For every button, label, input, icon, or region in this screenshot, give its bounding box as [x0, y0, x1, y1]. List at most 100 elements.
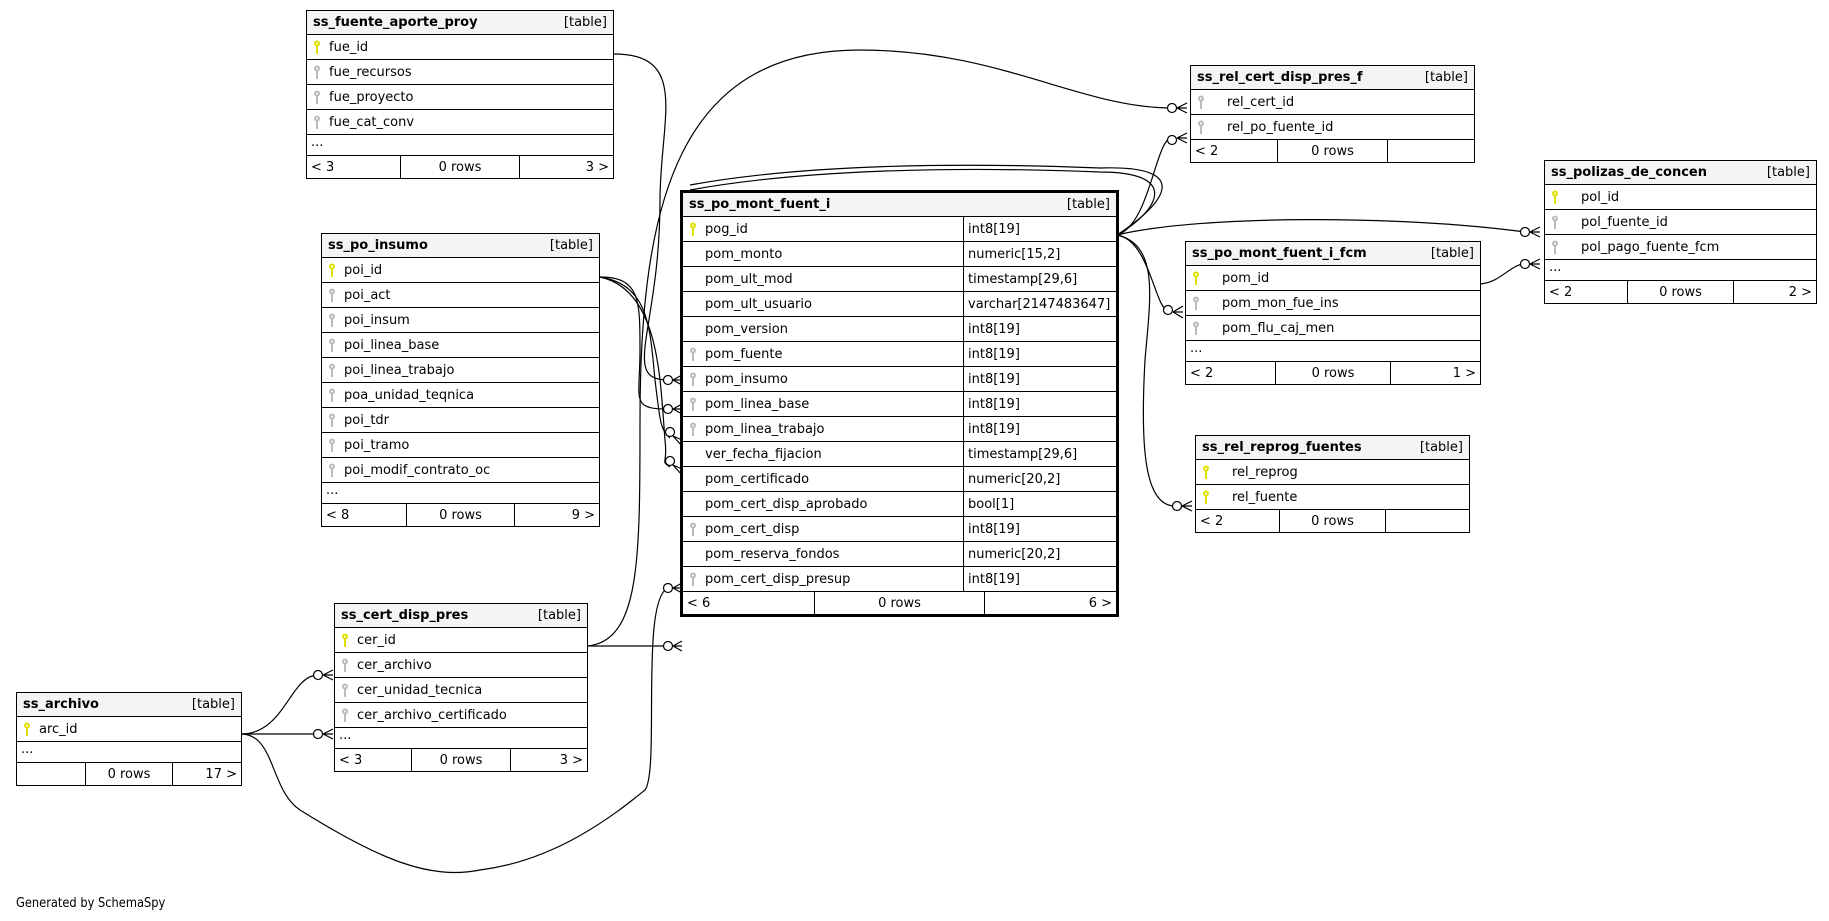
foreign-key-icon [328, 338, 336, 352]
column-row[interactable]: cer_archivo_certificado [335, 703, 587, 728]
children-link[interactable]: 9 > [571, 507, 595, 523]
column-row[interactable]: pol_pago_fuente_fcm [1545, 235, 1816, 260]
parents-link[interactable]: < 2 [1190, 365, 1214, 381]
column-row[interactable]: pom_id [1186, 266, 1480, 291]
column-name: cer_id [357, 632, 396, 648]
children-link[interactable] [1386, 510, 1469, 532]
column-row[interactable]: pol_id [1545, 185, 1816, 210]
column-row[interactable]: rel_cert_id [1191, 90, 1474, 115]
column-row[interactable]: cer_unidad_tecnica [335, 678, 587, 703]
table-header[interactable]: ss_archivo[table] [17, 693, 241, 717]
parents-link[interactable] [17, 763, 85, 785]
parents-link[interactable]: < 2 [1195, 143, 1219, 159]
children-link[interactable]: 3 > [559, 752, 583, 768]
parents-link[interactable]: < 3 [339, 752, 363, 768]
column-row[interactable]: cer_id [335, 628, 587, 653]
column-row[interactable]: poi_act [322, 283, 599, 308]
more-columns-ellipsis[interactable]: ... [322, 483, 599, 504]
relationship-line [599, 276, 671, 468]
column-row[interactable]: pol_fuente_id [1545, 210, 1816, 235]
children-link[interactable]: 2 > [1788, 284, 1813, 300]
table-name: ss_fuente_aporte_proy [313, 15, 478, 30]
more-columns-ellipsis[interactable]: ... [17, 742, 241, 763]
column-row[interactable]: poi_linea_trabajo [322, 358, 599, 383]
column-row[interactable]: poi_insum [322, 308, 599, 333]
table-header[interactable]: ss_polizas_de_concen[table] [1545, 161, 1816, 185]
row-count: 0 rows [1275, 362, 1391, 384]
more-columns-ellipsis[interactable]: ... [1186, 341, 1480, 362]
parents-link[interactable]: < 2 [1200, 513, 1224, 529]
column-name: poi_tramo [344, 437, 410, 453]
table-header[interactable]: ss_rel_reprog_fuentes[table] [1196, 436, 1469, 460]
column-row[interactable]: poi_tdr [322, 408, 599, 433]
children-link[interactable] [1388, 140, 1474, 162]
column-row[interactable]: poa_unidad_teqnica [322, 383, 599, 408]
column-row[interactable]: poi_linea_base [322, 333, 599, 358]
column-row[interactable]: rel_reprog [1196, 460, 1469, 485]
table-ss_rel_cert_disp_pres_f[interactable]: ss_rel_cert_disp_pres_f[table]rel_cert_i… [1190, 65, 1475, 163]
column-row[interactable]: fue_id [307, 35, 613, 60]
children-link[interactable]: 1 > [1452, 365, 1477, 381]
more-columns-ellipsis[interactable]: ... [1545, 260, 1816, 281]
table-header[interactable]: ss_po_mont_fuent_i_fcm[table] [1186, 242, 1480, 266]
column-row[interactable]: poi_id [322, 258, 599, 283]
table-header[interactable]: ss_cert_disp_pres[table] [335, 604, 587, 628]
table-type-label: [table] [563, 15, 607, 30]
parents-link[interactable]: < 3 [311, 159, 335, 175]
column-row[interactable]: fue_recursos [307, 60, 613, 85]
column-row[interactable]: pom_flu_caj_men [1186, 316, 1480, 341]
children-link[interactable]: 3 > [585, 159, 609, 175]
relationship-line [1116, 136, 1173, 236]
parents-link[interactable]: < 8 [326, 507, 350, 523]
column-name: pom_certificado [705, 471, 810, 487]
column-row[interactable]: poi_tramo [322, 433, 599, 458]
more-columns-ellipsis[interactable]: ... [307, 135, 613, 156]
foreign-key-icon [328, 313, 336, 327]
table-name: ss_archivo [23, 697, 99, 712]
column-row[interactable]: rel_po_fuente_id [1191, 115, 1474, 140]
column-row[interactable]: rel_fuente [1196, 485, 1469, 510]
table-header[interactable]: ss_po_insumo[table] [322, 234, 599, 258]
parents-link[interactable]: < 2 [1549, 284, 1573, 300]
table-ss_cert_disp_pres[interactable]: ss_cert_disp_pres[table] cer_id cer_archiv… [334, 603, 588, 772]
more-columns-ellipsis[interactable]: ... [335, 728, 587, 749]
children-link[interactable]: 6 > [1088, 595, 1112, 611]
column-type: int8[19] [963, 367, 1116, 391]
children-link[interactable]: 17 > [205, 766, 237, 782]
column-row[interactable]: fue_proyecto [307, 85, 613, 110]
column-row[interactable]: poi_modif_contrato_oc [322, 458, 599, 483]
column-row[interactable]: arc_id [17, 717, 241, 742]
column-row[interactable]: cer_archivo [335, 653, 587, 678]
column-type: timestamp[29,6] [963, 442, 1116, 466]
parents-link[interactable]: < 6 [687, 595, 711, 611]
table-header[interactable]: ss_po_mont_fuent_i[table] [683, 193, 1116, 217]
table-header[interactable]: ss_fuente_aporte_proy [table] [307, 11, 613, 35]
column-row[interactable]: fue_cat_conv [307, 110, 613, 135]
column-row[interactable]: pom_mon_fue_ins [1186, 291, 1480, 316]
table-header[interactable]: ss_rel_cert_disp_pres_f[table] [1191, 66, 1474, 90]
